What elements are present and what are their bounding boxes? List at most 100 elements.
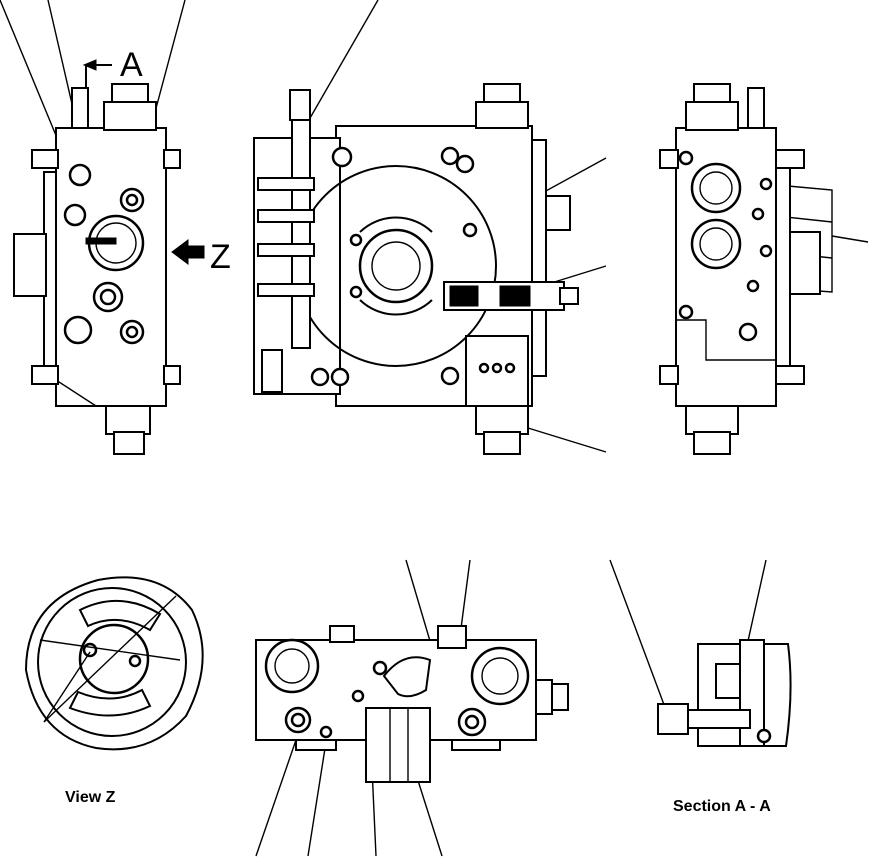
section-arrow-head (82, 59, 97, 71)
top-fitting-nut (475, 101, 529, 129)
spool-land (257, 177, 315, 191)
side-flange (789, 231, 821, 295)
right-side-view (659, 83, 869, 455)
port-plug-inner (99, 288, 117, 306)
section-plug-shaft (687, 709, 751, 729)
view-z-slot (68, 688, 152, 717)
body-chamfer (55, 379, 97, 407)
view-z-slot (78, 600, 162, 632)
section-cavity (715, 663, 741, 699)
lower-tab (451, 739, 501, 751)
housing-rim (531, 139, 547, 377)
bottom-fitting-nut (105, 405, 151, 435)
bottom-fitting (693, 431, 731, 455)
bottom-fitting (483, 431, 521, 455)
leader-line (39, 639, 181, 661)
bolt-hole (319, 725, 333, 739)
leader-line (609, 559, 667, 711)
leader-line (514, 423, 607, 453)
section-letter-top: A (120, 46, 143, 84)
mount-ear (163, 149, 181, 169)
bolt-hole (351, 689, 365, 703)
mount-ear (775, 365, 805, 385)
main-port (690, 162, 742, 214)
mount-ear (775, 149, 805, 169)
side-plate (775, 165, 791, 377)
section-body (697, 643, 792, 747)
connector-housing (365, 707, 431, 783)
port-plug-inner (290, 712, 306, 728)
connector-pin (491, 362, 503, 374)
bolt-hole (759, 244, 773, 258)
body-step (676, 319, 776, 361)
bottom-fitting (113, 431, 145, 455)
main-port (690, 218, 742, 270)
main-port-inner (274, 648, 310, 684)
main-port-inner (481, 657, 519, 695)
port-hole-inner (125, 193, 139, 207)
port-hole (63, 315, 93, 345)
view-letter: Z (210, 238, 231, 276)
solenoid-coil (449, 285, 479, 307)
arc-slot (359, 216, 433, 233)
bolt-hole (372, 660, 388, 676)
connector-pin (478, 362, 490, 374)
top-boss (437, 625, 467, 649)
spool-cap (289, 89, 311, 121)
bolt-hole (678, 304, 694, 320)
view-z-ring (37, 587, 187, 737)
front-view (253, 0, 607, 455)
side-plug (535, 679, 553, 715)
small-fitting (747, 87, 765, 129)
leader-line (43, 651, 91, 723)
view-z-bore (78, 623, 150, 695)
bolt-hole (440, 366, 460, 386)
bolt-hole (751, 207, 765, 221)
side-plug (545, 195, 571, 231)
left-side-view: A A Z (0, 0, 231, 455)
bottom-fitting-nut (475, 405, 529, 435)
side-plug-cap (551, 683, 569, 711)
leader-line (301, 0, 379, 133)
leader-line (745, 559, 767, 651)
view-z-outline (24, 576, 204, 751)
top-fitting-nut (685, 101, 739, 131)
mount-ear (659, 149, 679, 169)
small-fitting (71, 87, 89, 129)
spool-land (257, 283, 315, 297)
leader-line (307, 741, 327, 857)
port-hole-inner (464, 714, 480, 730)
mount-ear (31, 149, 59, 169)
solenoid-coil (499, 285, 531, 307)
lower-tab (295, 739, 337, 751)
cavity-outline (382, 656, 432, 698)
bolt-hole (128, 654, 142, 668)
leader-line (831, 235, 869, 243)
top-boss (329, 625, 355, 643)
top-fitting-nut (103, 101, 157, 131)
bolt-hole (349, 233, 363, 247)
solenoid-connector (559, 287, 579, 305)
bolt-hole (331, 146, 353, 168)
section-caption: Section A - A (673, 798, 771, 815)
bolt-hole (349, 285, 363, 299)
port-hole (68, 163, 92, 187)
lower-fitting (261, 349, 283, 393)
bolt-hole (440, 146, 460, 166)
main-port (470, 646, 530, 706)
bolt-hole (310, 367, 330, 387)
center-bore-inner (371, 241, 421, 291)
bottom-view (255, 559, 569, 857)
mount-ear (31, 365, 59, 385)
leader-line (0, 0, 63, 151)
bolt-hole (756, 728, 772, 744)
mount-ear (659, 365, 679, 385)
view-z-caption: View Z (65, 789, 116, 806)
bolt-hole (738, 322, 758, 342)
side-flange (13, 233, 47, 297)
spool-land (257, 243, 315, 257)
bolt-hole (82, 642, 98, 658)
leader-line (43, 595, 177, 723)
bolt-hole (455, 154, 475, 174)
